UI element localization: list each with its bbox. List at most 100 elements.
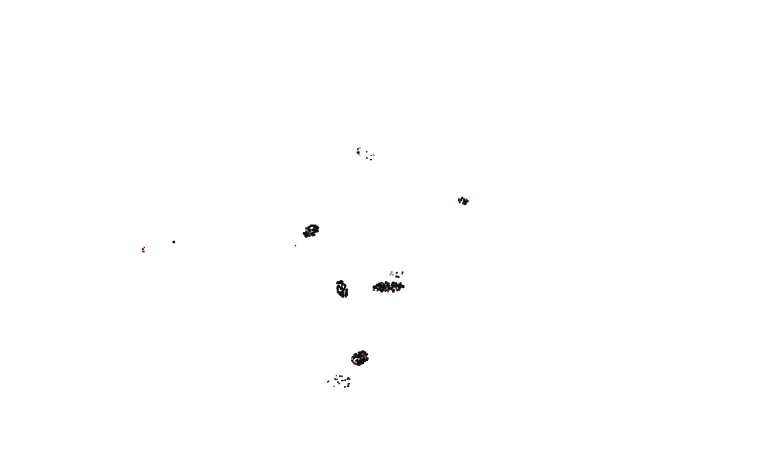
point <box>395 286 397 288</box>
point <box>141 248 144 251</box>
point <box>353 354 356 356</box>
point <box>394 284 397 287</box>
point <box>362 355 365 358</box>
point <box>383 289 386 291</box>
point <box>360 353 363 356</box>
point <box>390 271 393 274</box>
point <box>340 280 342 282</box>
point <box>362 359 365 362</box>
point <box>339 293 343 297</box>
point <box>334 378 337 381</box>
point <box>387 282 390 285</box>
point <box>356 359 359 362</box>
point <box>360 362 363 365</box>
point <box>306 234 309 237</box>
point <box>312 229 314 232</box>
point <box>384 281 388 284</box>
point <box>395 283 398 286</box>
point <box>365 358 368 361</box>
point <box>336 290 339 293</box>
point <box>387 289 389 291</box>
point <box>463 203 466 206</box>
point <box>355 355 359 358</box>
point <box>345 295 347 298</box>
point <box>342 380 344 382</box>
point <box>365 351 367 354</box>
point <box>345 291 347 293</box>
point <box>351 359 354 362</box>
point <box>357 148 359 150</box>
point <box>348 383 350 385</box>
point <box>346 378 348 380</box>
point <box>385 285 388 288</box>
point <box>356 361 359 364</box>
point <box>465 198 468 201</box>
point <box>352 355 354 358</box>
point <box>327 380 330 382</box>
point <box>391 289 393 291</box>
point <box>312 233 314 235</box>
point <box>340 293 342 295</box>
point <box>359 154 361 157</box>
point <box>347 383 350 385</box>
point <box>312 233 316 237</box>
point <box>395 271 398 274</box>
point <box>341 291 343 293</box>
point <box>383 283 386 286</box>
point <box>314 229 317 232</box>
point <box>315 230 318 233</box>
point <box>372 286 376 289</box>
point <box>370 158 372 161</box>
point <box>336 282 338 285</box>
point <box>375 286 378 289</box>
point <box>372 153 375 156</box>
point <box>311 228 314 231</box>
point <box>398 284 402 287</box>
point <box>383 285 386 287</box>
point <box>402 285 405 289</box>
point <box>341 289 345 292</box>
point <box>361 350 364 353</box>
point <box>338 382 340 385</box>
point <box>342 293 345 297</box>
point <box>366 353 369 356</box>
point <box>310 230 312 232</box>
point <box>366 157 368 159</box>
point <box>382 288 385 291</box>
point <box>142 250 145 253</box>
point <box>344 294 346 296</box>
point <box>360 354 363 357</box>
point <box>394 284 396 287</box>
point <box>397 284 400 287</box>
point <box>311 234 314 237</box>
point <box>340 292 343 295</box>
point <box>387 286 390 290</box>
point <box>327 381 329 383</box>
point <box>389 288 392 290</box>
point <box>338 281 341 285</box>
point <box>369 159 372 161</box>
point <box>356 359 359 361</box>
point <box>308 234 311 237</box>
point <box>307 233 310 236</box>
point <box>386 284 389 286</box>
point <box>342 284 344 286</box>
point <box>363 356 365 358</box>
point <box>384 290 387 292</box>
point <box>341 295 344 298</box>
point <box>376 288 379 291</box>
point <box>464 200 467 203</box>
point <box>313 231 315 234</box>
point-cluster <box>356 147 375 161</box>
point <box>313 229 315 232</box>
point <box>401 272 403 275</box>
point <box>333 385 335 387</box>
point <box>302 232 305 235</box>
point <box>372 289 375 291</box>
point <box>358 355 361 359</box>
point <box>344 286 346 289</box>
point <box>359 147 361 149</box>
point <box>363 351 366 354</box>
point <box>463 200 465 202</box>
point <box>378 283 381 286</box>
